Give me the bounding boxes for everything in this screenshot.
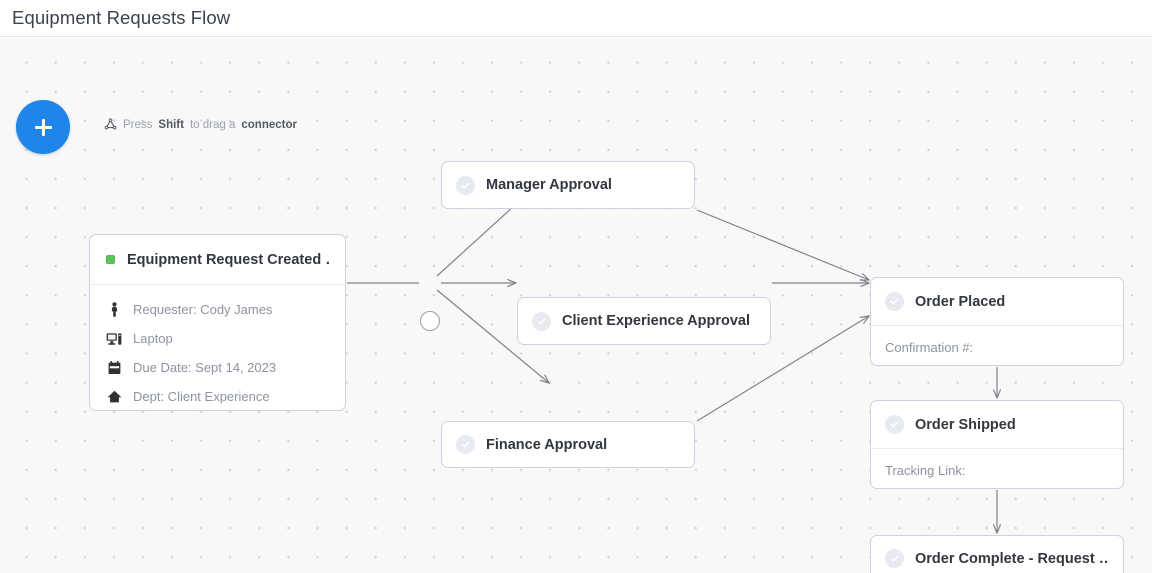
green-status-dot-icon xyxy=(106,255,115,264)
field-label: Tracking Link: xyxy=(885,462,966,478)
node-header: Finance Approval xyxy=(442,422,694,467)
node-manager-approval[interactable]: Manager Approval xyxy=(441,161,695,209)
detail-text: Dept: Client Experience xyxy=(133,389,270,404)
connector-junction-handle[interactable] xyxy=(420,311,440,331)
detail-row-item: Laptop xyxy=(90,324,345,353)
node-title: Finance Approval xyxy=(486,436,608,453)
node-title: Order Shipped xyxy=(915,416,1016,433)
node-title: Manager Approval xyxy=(486,177,612,193)
hint-text-middle: to drag a xyxy=(189,118,236,131)
node-title: Order Complete - Request … xyxy=(915,550,1109,567)
node-order-complete[interactable]: Order Complete - Request … xyxy=(870,535,1124,573)
node-title: Client Experience Approval xyxy=(562,313,751,329)
check-circle-icon xyxy=(456,435,475,454)
node-header: Order Placed xyxy=(871,278,1123,326)
field-label: Confirmation #: xyxy=(885,339,974,355)
node-order-placed[interactable]: Order Placed Confirmation #: xyxy=(870,277,1124,366)
node-detail-list: Requester: Cody James Laptop xyxy=(90,285,345,411)
tracking-link-field[interactable]: Tracking Link: xyxy=(871,449,1123,491)
hint-key: Shift xyxy=(158,118,184,131)
detail-row-due-date: Due Date: Sept 14, 2023 xyxy=(90,353,345,382)
node-header: Client Experience Approval xyxy=(518,298,770,344)
person-icon xyxy=(106,302,122,317)
computer-icon xyxy=(106,332,122,346)
hint-text-prefix: Press xyxy=(123,118,153,131)
node-finance-approval[interactable]: Finance Approval xyxy=(441,421,695,468)
node-order-shipped[interactable]: Order Shipped Tracking Link: xyxy=(870,400,1124,489)
node-equipment-request-created[interactable]: Equipment Request Created … Requester: C… xyxy=(89,234,346,411)
connector-hint: Press Shift to drag a connector xyxy=(104,118,297,131)
node-client-experience-approval[interactable]: Client Experience Approval xyxy=(517,297,771,345)
check-circle-icon xyxy=(885,549,904,568)
hint-target: connector xyxy=(241,118,297,131)
connector-icon xyxy=(104,118,117,131)
check-circle-icon xyxy=(885,415,904,434)
home-icon xyxy=(106,390,122,403)
plus-icon xyxy=(34,118,52,136)
detail-row-dept: Dept: Client Experience xyxy=(90,382,345,411)
node-title: Order Placed xyxy=(915,293,1006,310)
detail-text: Requester: Cody James xyxy=(133,302,273,317)
page-title: Equipment Requests Flow xyxy=(12,7,231,28)
add-node-button[interactable] xyxy=(16,100,70,154)
detail-row-requester: Requester: Cody James xyxy=(90,295,345,324)
node-title: Equipment Request Created … xyxy=(127,251,331,268)
check-circle-icon xyxy=(532,311,551,331)
detail-text: Due Date: Sept 14, 2023 xyxy=(133,360,277,375)
app-header: Equipment Requests Flow xyxy=(0,0,1152,37)
calendar-icon xyxy=(106,360,122,375)
check-circle-icon xyxy=(456,175,475,195)
confirmation-number-field[interactable]: Confirmation #: xyxy=(871,326,1123,368)
detail-text: Laptop xyxy=(133,331,173,346)
edge-manager-to-placed xyxy=(696,209,870,281)
check-circle-icon xyxy=(885,292,904,311)
node-header: Order Complete - Request … xyxy=(871,536,1123,573)
node-header: Equipment Request Created … xyxy=(90,235,345,285)
node-header: Manager Approval xyxy=(442,162,694,208)
node-header: Order Shipped xyxy=(871,401,1123,449)
flow-canvas[interactable]: Press Shift to drag a connector Equipmen… xyxy=(0,38,1152,573)
